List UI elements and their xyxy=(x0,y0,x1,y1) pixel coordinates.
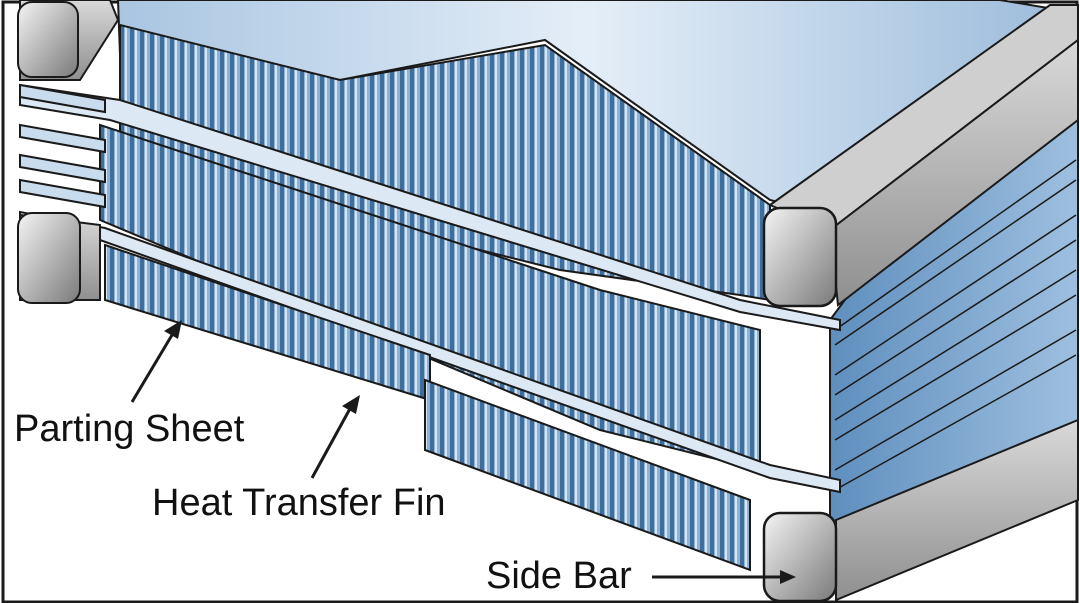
right-plate-lines xyxy=(834,159,1077,491)
side-bar-right-top-end xyxy=(762,206,838,308)
parting-sheet-arrow xyxy=(130,329,177,403)
side-bar-arrowhead xyxy=(780,570,796,584)
middle-parting-sheet xyxy=(19,83,841,332)
side-bar-label: Side Bar xyxy=(486,555,632,597)
side-bar-left-top xyxy=(17,0,120,81)
parting-sheet-label: Parting Sheet xyxy=(14,408,245,450)
parting-sheet-arrowhead xyxy=(164,320,182,339)
label-arrows xyxy=(130,320,796,584)
heat-transfer-fin-arrowhead xyxy=(342,395,360,414)
heat-transfer-fin-label: Heat Transfer Fin xyxy=(152,482,446,524)
heat-transfer-fin-arrow xyxy=(310,404,354,479)
lower-fin-layer-front xyxy=(424,378,751,572)
left-stacked-sheets xyxy=(19,83,106,209)
side-bar-left-bottom xyxy=(17,212,101,304)
